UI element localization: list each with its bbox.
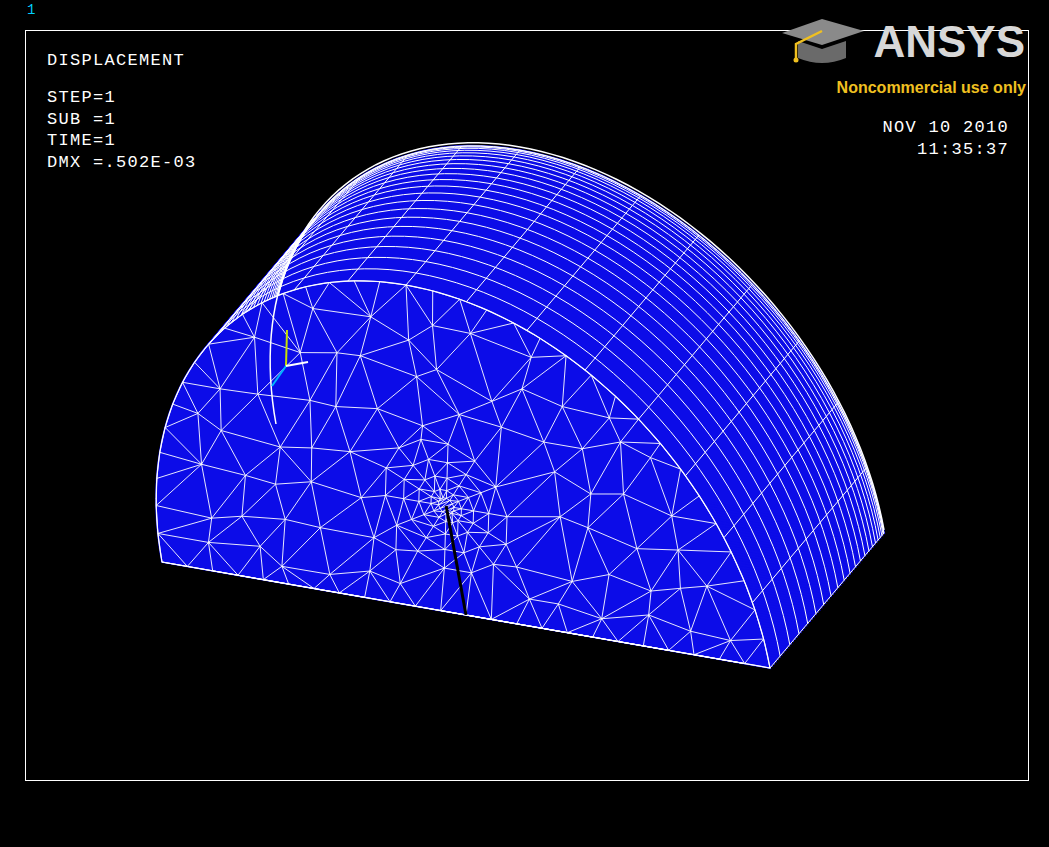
solution-info: TIME=1 <box>47 132 116 149</box>
solution-info: SUB =1 <box>47 111 116 128</box>
mesh-line <box>466 167 580 302</box>
tassel-end <box>794 58 799 63</box>
window-number: 1 <box>27 3 35 17</box>
axis-z <box>286 330 287 366</box>
mesh-line <box>724 403 838 538</box>
mesh-line <box>752 468 866 603</box>
cap-tassel <box>796 31 822 58</box>
cap-board <box>782 19 864 45</box>
window-frame <box>26 31 1029 781</box>
mesh-line <box>685 341 799 476</box>
axis-triad <box>272 330 308 386</box>
date-stamp: NOV 10 2010 <box>882 119 1009 136</box>
mesh-line <box>406 150 520 285</box>
mesh-line <box>527 195 641 330</box>
mesh-line <box>348 146 462 281</box>
time-stamp: 11:35:37 <box>917 141 1009 158</box>
axis-x <box>272 366 286 386</box>
undeformed-outline <box>270 143 884 530</box>
solution-info: STEP=1 <box>47 89 116 106</box>
fea-mesh-model <box>156 143 884 668</box>
mesh-line <box>639 284 753 419</box>
crack <box>446 506 466 615</box>
logo-icon <box>782 19 864 63</box>
mesh-line <box>770 533 884 668</box>
mesh-line <box>585 235 699 370</box>
axis-y <box>286 362 308 366</box>
triangle-mesh <box>156 281 770 668</box>
result-title: DISPLACEMENT <box>47 52 185 69</box>
cap-body <box>798 41 846 63</box>
logo-text: ANSYS <box>873 20 1025 64</box>
front-face <box>156 281 770 668</box>
license-note: Noncommercial use only <box>837 80 1026 96</box>
solution-info: DMX =.502E-03 <box>47 154 197 171</box>
